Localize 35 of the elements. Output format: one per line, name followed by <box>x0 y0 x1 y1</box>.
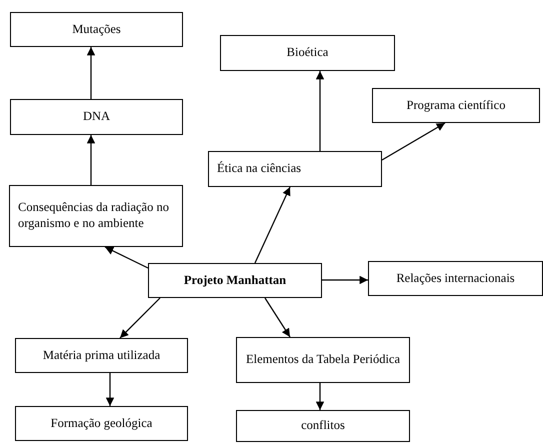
arrow <box>86 47 96 99</box>
arrow <box>316 383 324 410</box>
box-label: Programa científico <box>406 98 506 114</box>
box-label: Matéria prima utilizada <box>42 348 160 364</box>
concept-box <box>372 88 540 123</box>
concept-box <box>10 12 183 47</box>
box-label: conflitos <box>301 418 345 434</box>
arrow <box>86 135 96 185</box>
box-label: DNA <box>82 109 110 125</box>
box-label: Bioética <box>286 45 328 61</box>
concept-box <box>10 99 183 135</box>
concept-box <box>15 406 188 441</box>
box-label: Mutações <box>72 22 121 38</box>
box-label: Ética na ciências <box>217 161 301 177</box>
concept-box <box>236 410 410 442</box>
arrow <box>120 298 160 338</box>
concept-box <box>9 185 183 247</box>
concept-box <box>15 338 188 373</box>
concept-box <box>368 261 543 296</box>
arrow <box>254 186 291 264</box>
arrow <box>322 276 368 284</box>
arrow <box>106 373 114 406</box>
box-label: Elementos da Tabela Periódica <box>246 352 400 368</box>
arrow <box>264 298 290 338</box>
arrow <box>104 246 148 269</box>
concept-box <box>148 263 322 298</box>
arrow <box>382 122 446 161</box>
concept-box <box>236 337 410 383</box>
arrow <box>316 71 324 151</box>
concept-box <box>220 35 395 71</box>
concept-box <box>208 151 382 187</box>
box-label: Consequências da radiação no organismo e no ambiente <box>18 200 170 232</box>
box-label: Relações internacionais <box>396 270 515 286</box>
box-label: Projeto Manhattan <box>184 272 286 288</box>
box-label: Formação geológica <box>50 416 152 432</box>
